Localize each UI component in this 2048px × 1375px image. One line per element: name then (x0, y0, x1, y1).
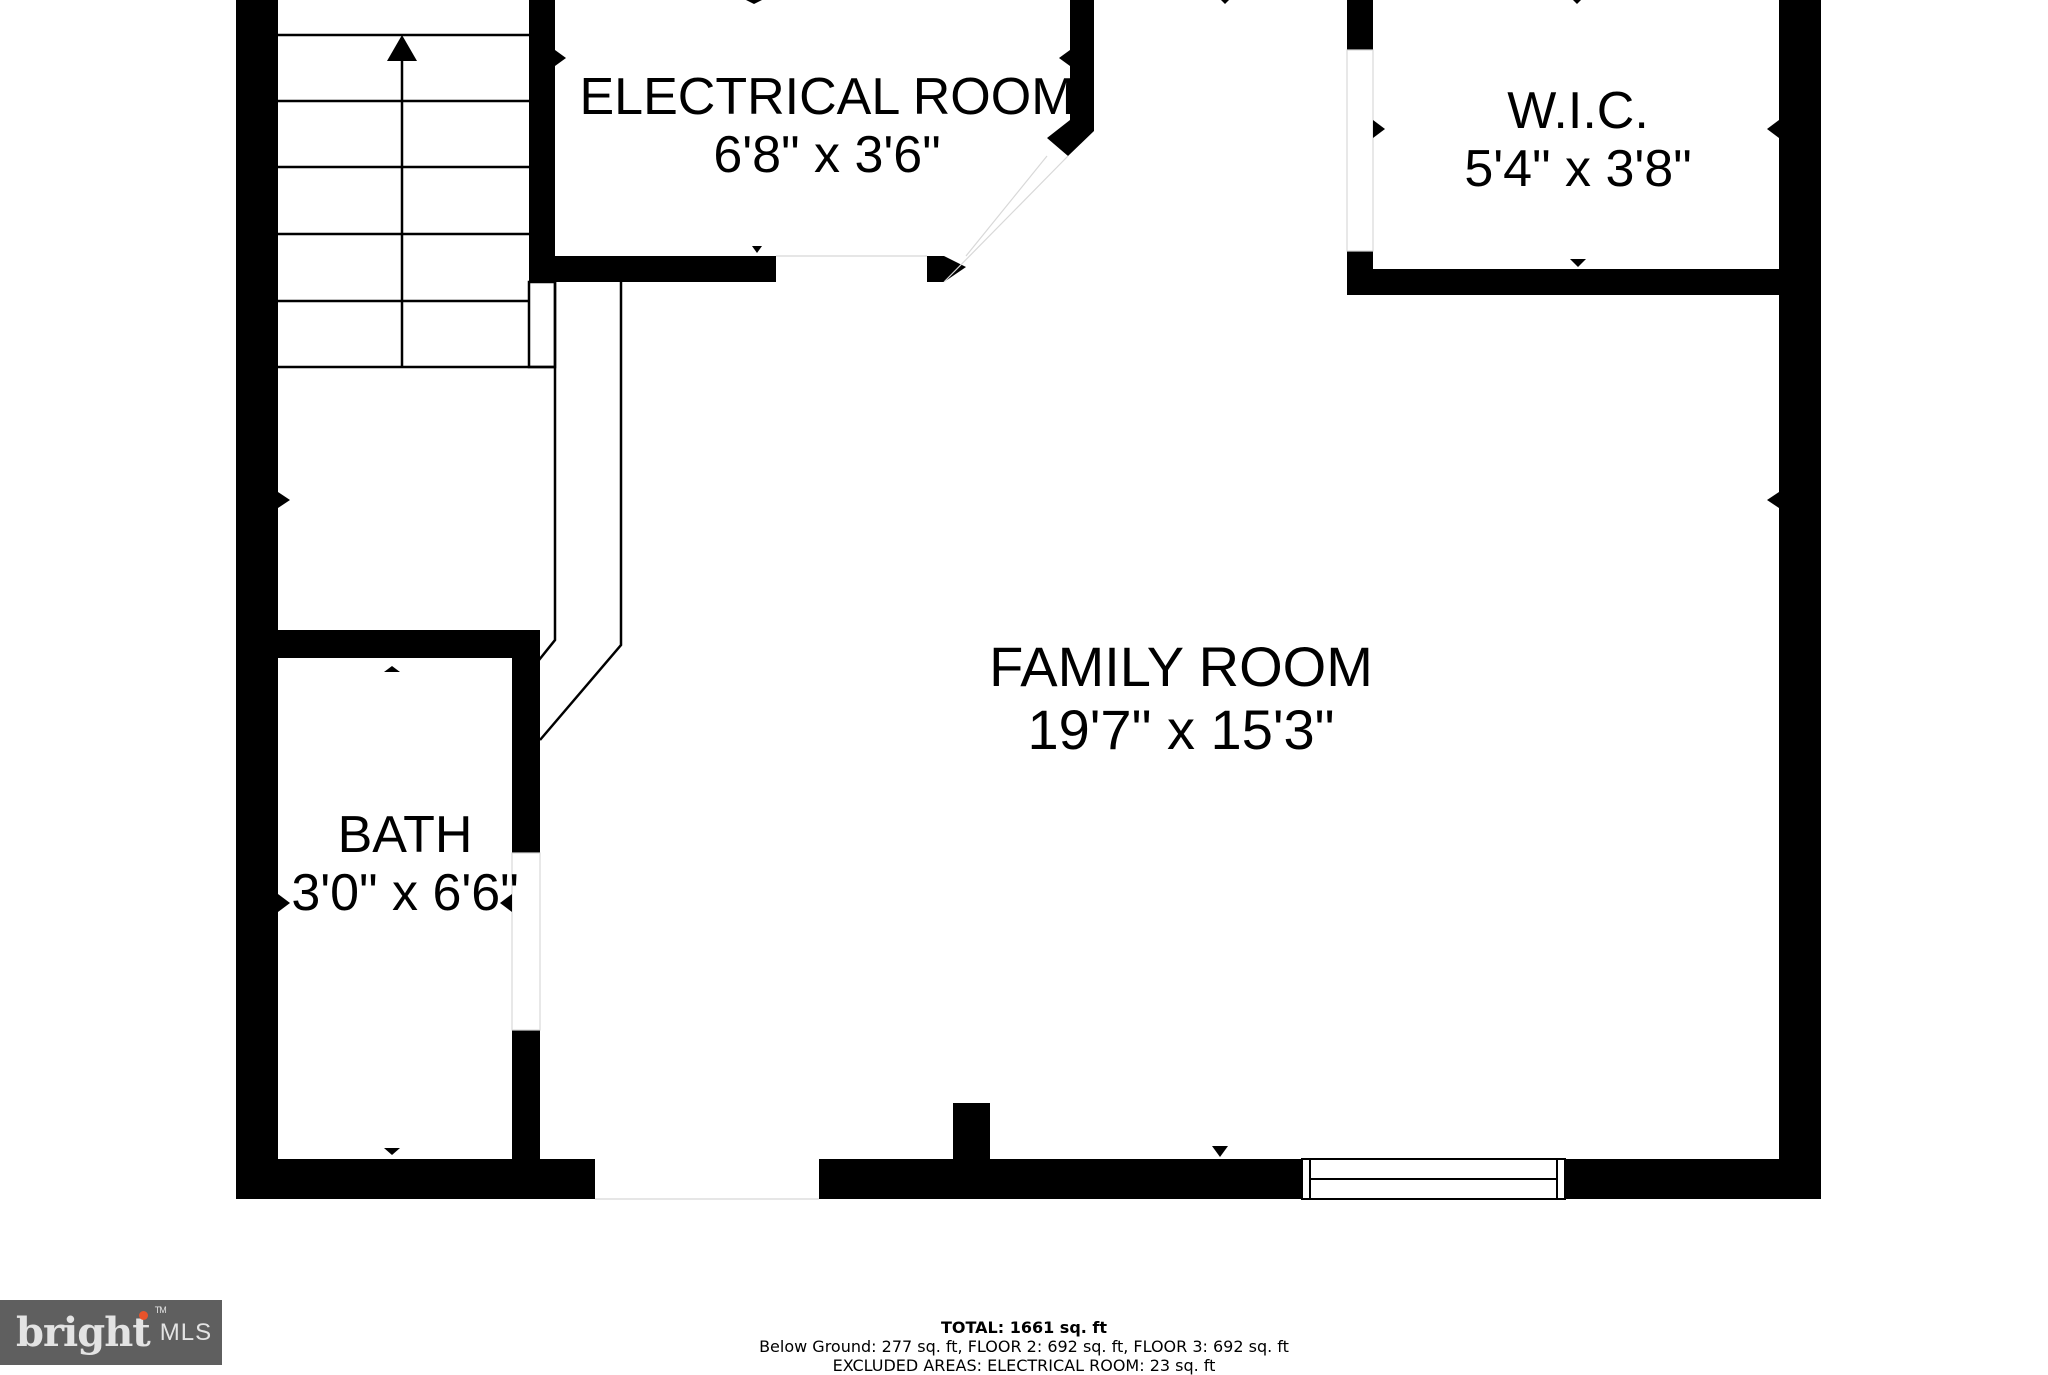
room-dimensions: 6'8" x 3'6" (713, 126, 941, 185)
wall-bath-right-top (512, 630, 540, 853)
wall-bottom-far-right (1565, 1159, 1821, 1199)
room-label-electrical: ELECTRICAL ROOM 6'8" x 3'6" (579, 68, 1074, 184)
staircase (278, 33, 623, 741)
room-dimensions: 19'7" x 15'3" (1027, 697, 1335, 761)
room-name: W.I.C. (1507, 82, 1649, 140)
room-dimensions: 3'0" x 6'6" (291, 864, 519, 923)
wall-bottom-right (819, 1159, 1302, 1199)
triangle-marker-icon (278, 0, 1779, 1157)
room-name: BATH (337, 806, 473, 864)
area-summary: TOTAL: 1661 sq. ft Below Ground: 277 sq.… (0, 1318, 2048, 1375)
room-label-bath: BATH 3'0" x 6'6" (291, 806, 518, 922)
excluded-areas: EXCLUDED AREAS: ELECTRICAL ROOM: 23 sq. … (832, 1356, 1216, 1375)
area-breakdown: Below Ground: 277 sq. ft, FLOOR 2: 692 s… (759, 1337, 1289, 1356)
wall-electrical-right (1070, 0, 1094, 125)
room-name: FAMILY ROOM (989, 635, 1373, 698)
room-name: ELECTRICAL ROOM (579, 68, 1075, 126)
wall-electrical-door-jamb (927, 256, 966, 282)
wall-bottom-left (236, 1159, 595, 1199)
wall-bath-top (236, 630, 540, 658)
door-openings (511, 49, 1374, 1200)
logo-mls-text: MLS (159, 1318, 213, 1346)
star-icon (138, 1311, 148, 1320)
window (1301, 1158, 1566, 1200)
total-area: TOTAL: 1661 sq. ft (940, 1318, 1108, 1337)
wall-wic-bottom (1347, 269, 1782, 295)
room-dimensions: 5'4" x 3'8" (1464, 140, 1692, 199)
wall-wic-left-top (1347, 0, 1373, 50)
arrow-up-icon (387, 35, 417, 61)
pillar (953, 1103, 990, 1159)
wall-right-outer (1779, 0, 1821, 1199)
wall-stair-right (529, 0, 555, 282)
room-label-wic: W.I.C. 5'4" x 3'8" (1464, 82, 1691, 198)
room-label-family: FAMILY ROOM 19'7" x 15'3" (989, 635, 1373, 761)
wall-electrical-corner (1047, 118, 1094, 156)
wall-electrical-bottom (529, 256, 776, 282)
wall-left-outer (236, 0, 278, 1199)
